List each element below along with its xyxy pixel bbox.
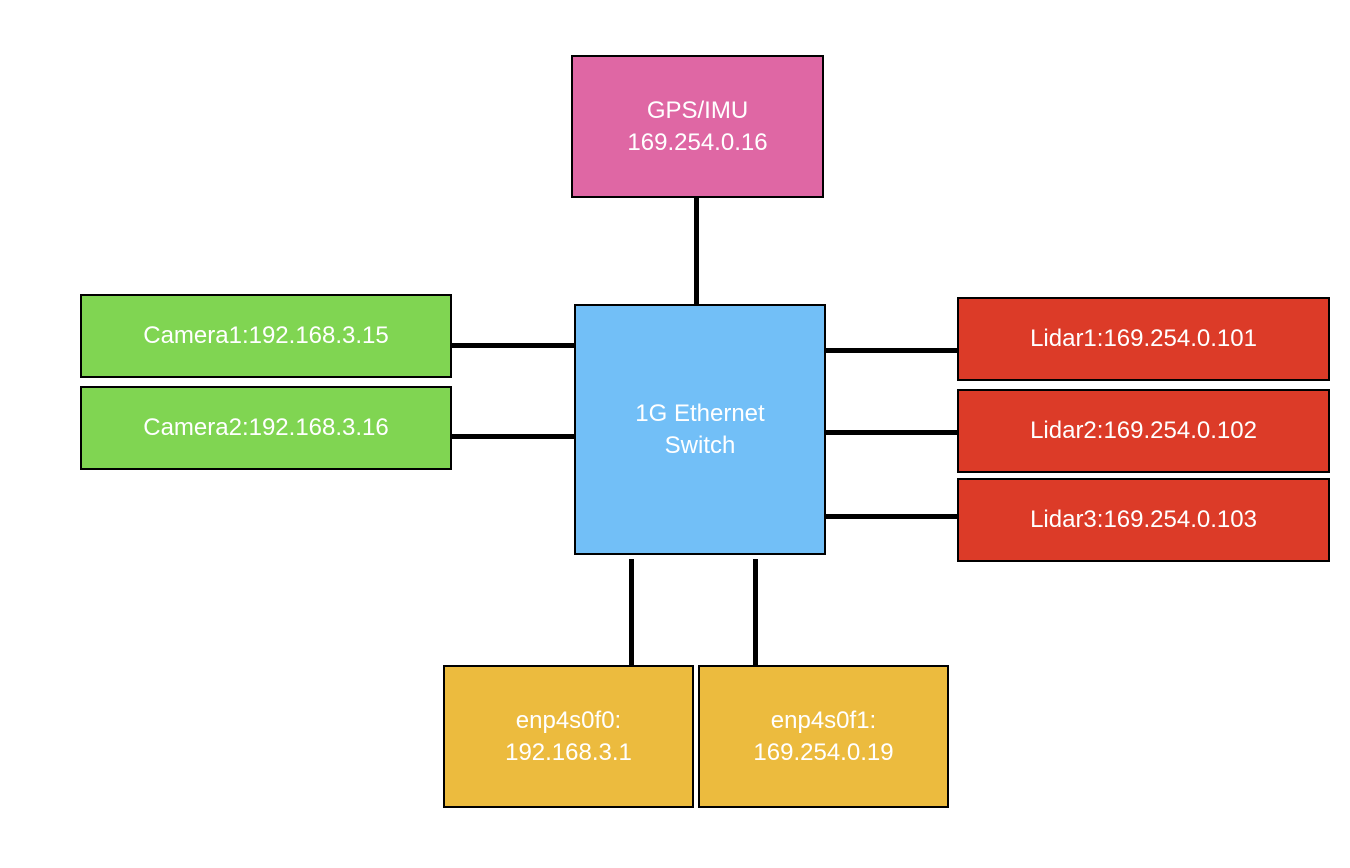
ethernet-switch-node[interactable]: 1G Ethernet Switch — [574, 304, 826, 555]
connector-lidar1-switch — [826, 348, 957, 353]
connector-lidar3-switch — [826, 514, 957, 519]
connector-enp4s0f0-switch — [629, 559, 634, 665]
lidar2-node[interactable]: Lidar2:169.254.0.102 — [957, 389, 1330, 473]
enp4s0f0-node[interactable]: enp4s0f0: 192.168.3.1 — [443, 665, 694, 808]
enp4s0f0-name: enp4s0f0: — [515, 706, 622, 734]
connector-enp4s0f1-switch — [753, 559, 758, 665]
enp4s0f1-node[interactable]: enp4s0f1: 169.254.0.19 — [698, 665, 949, 808]
camera2-label: Camera2:192.168.3.16 — [143, 414, 389, 441]
gps-imu-address: 169.254.0.16 — [627, 128, 768, 156]
lidar1-label: Lidar1:169.254.0.101 — [1030, 325, 1257, 352]
connector-gps-switch — [694, 198, 699, 304]
camera1-node[interactable]: Camera1:192.168.3.15 — [80, 294, 452, 378]
lidar2-label: Lidar2:169.254.0.102 — [1030, 417, 1257, 444]
switch-label-line2: Switch — [664, 431, 736, 459]
camera2-node[interactable]: Camera2:192.168.3.16 — [80, 386, 452, 470]
switch-label-line1: 1G Ethernet — [635, 399, 765, 427]
enp4s0f0-address: 192.168.3.1 — [505, 738, 632, 766]
enp4s0f1-name: enp4s0f1: — [770, 706, 877, 734]
connector-camera1-switch — [452, 343, 574, 348]
lidar3-label: Lidar3:169.254.0.103 — [1030, 506, 1257, 533]
connector-lidar2-switch — [826, 430, 957, 435]
gps-imu-node[interactable]: GPS/IMU 169.254.0.16 — [571, 55, 824, 198]
enp4s0f1-address: 169.254.0.19 — [753, 738, 894, 766]
connector-camera2-switch — [452, 434, 574, 439]
lidar3-node[interactable]: Lidar3:169.254.0.103 — [957, 478, 1330, 562]
camera1-label: Camera1:192.168.3.15 — [143, 322, 389, 349]
gps-imu-name: GPS/IMU — [646, 96, 749, 124]
lidar1-node[interactable]: Lidar1:169.254.0.101 — [957, 297, 1330, 381]
